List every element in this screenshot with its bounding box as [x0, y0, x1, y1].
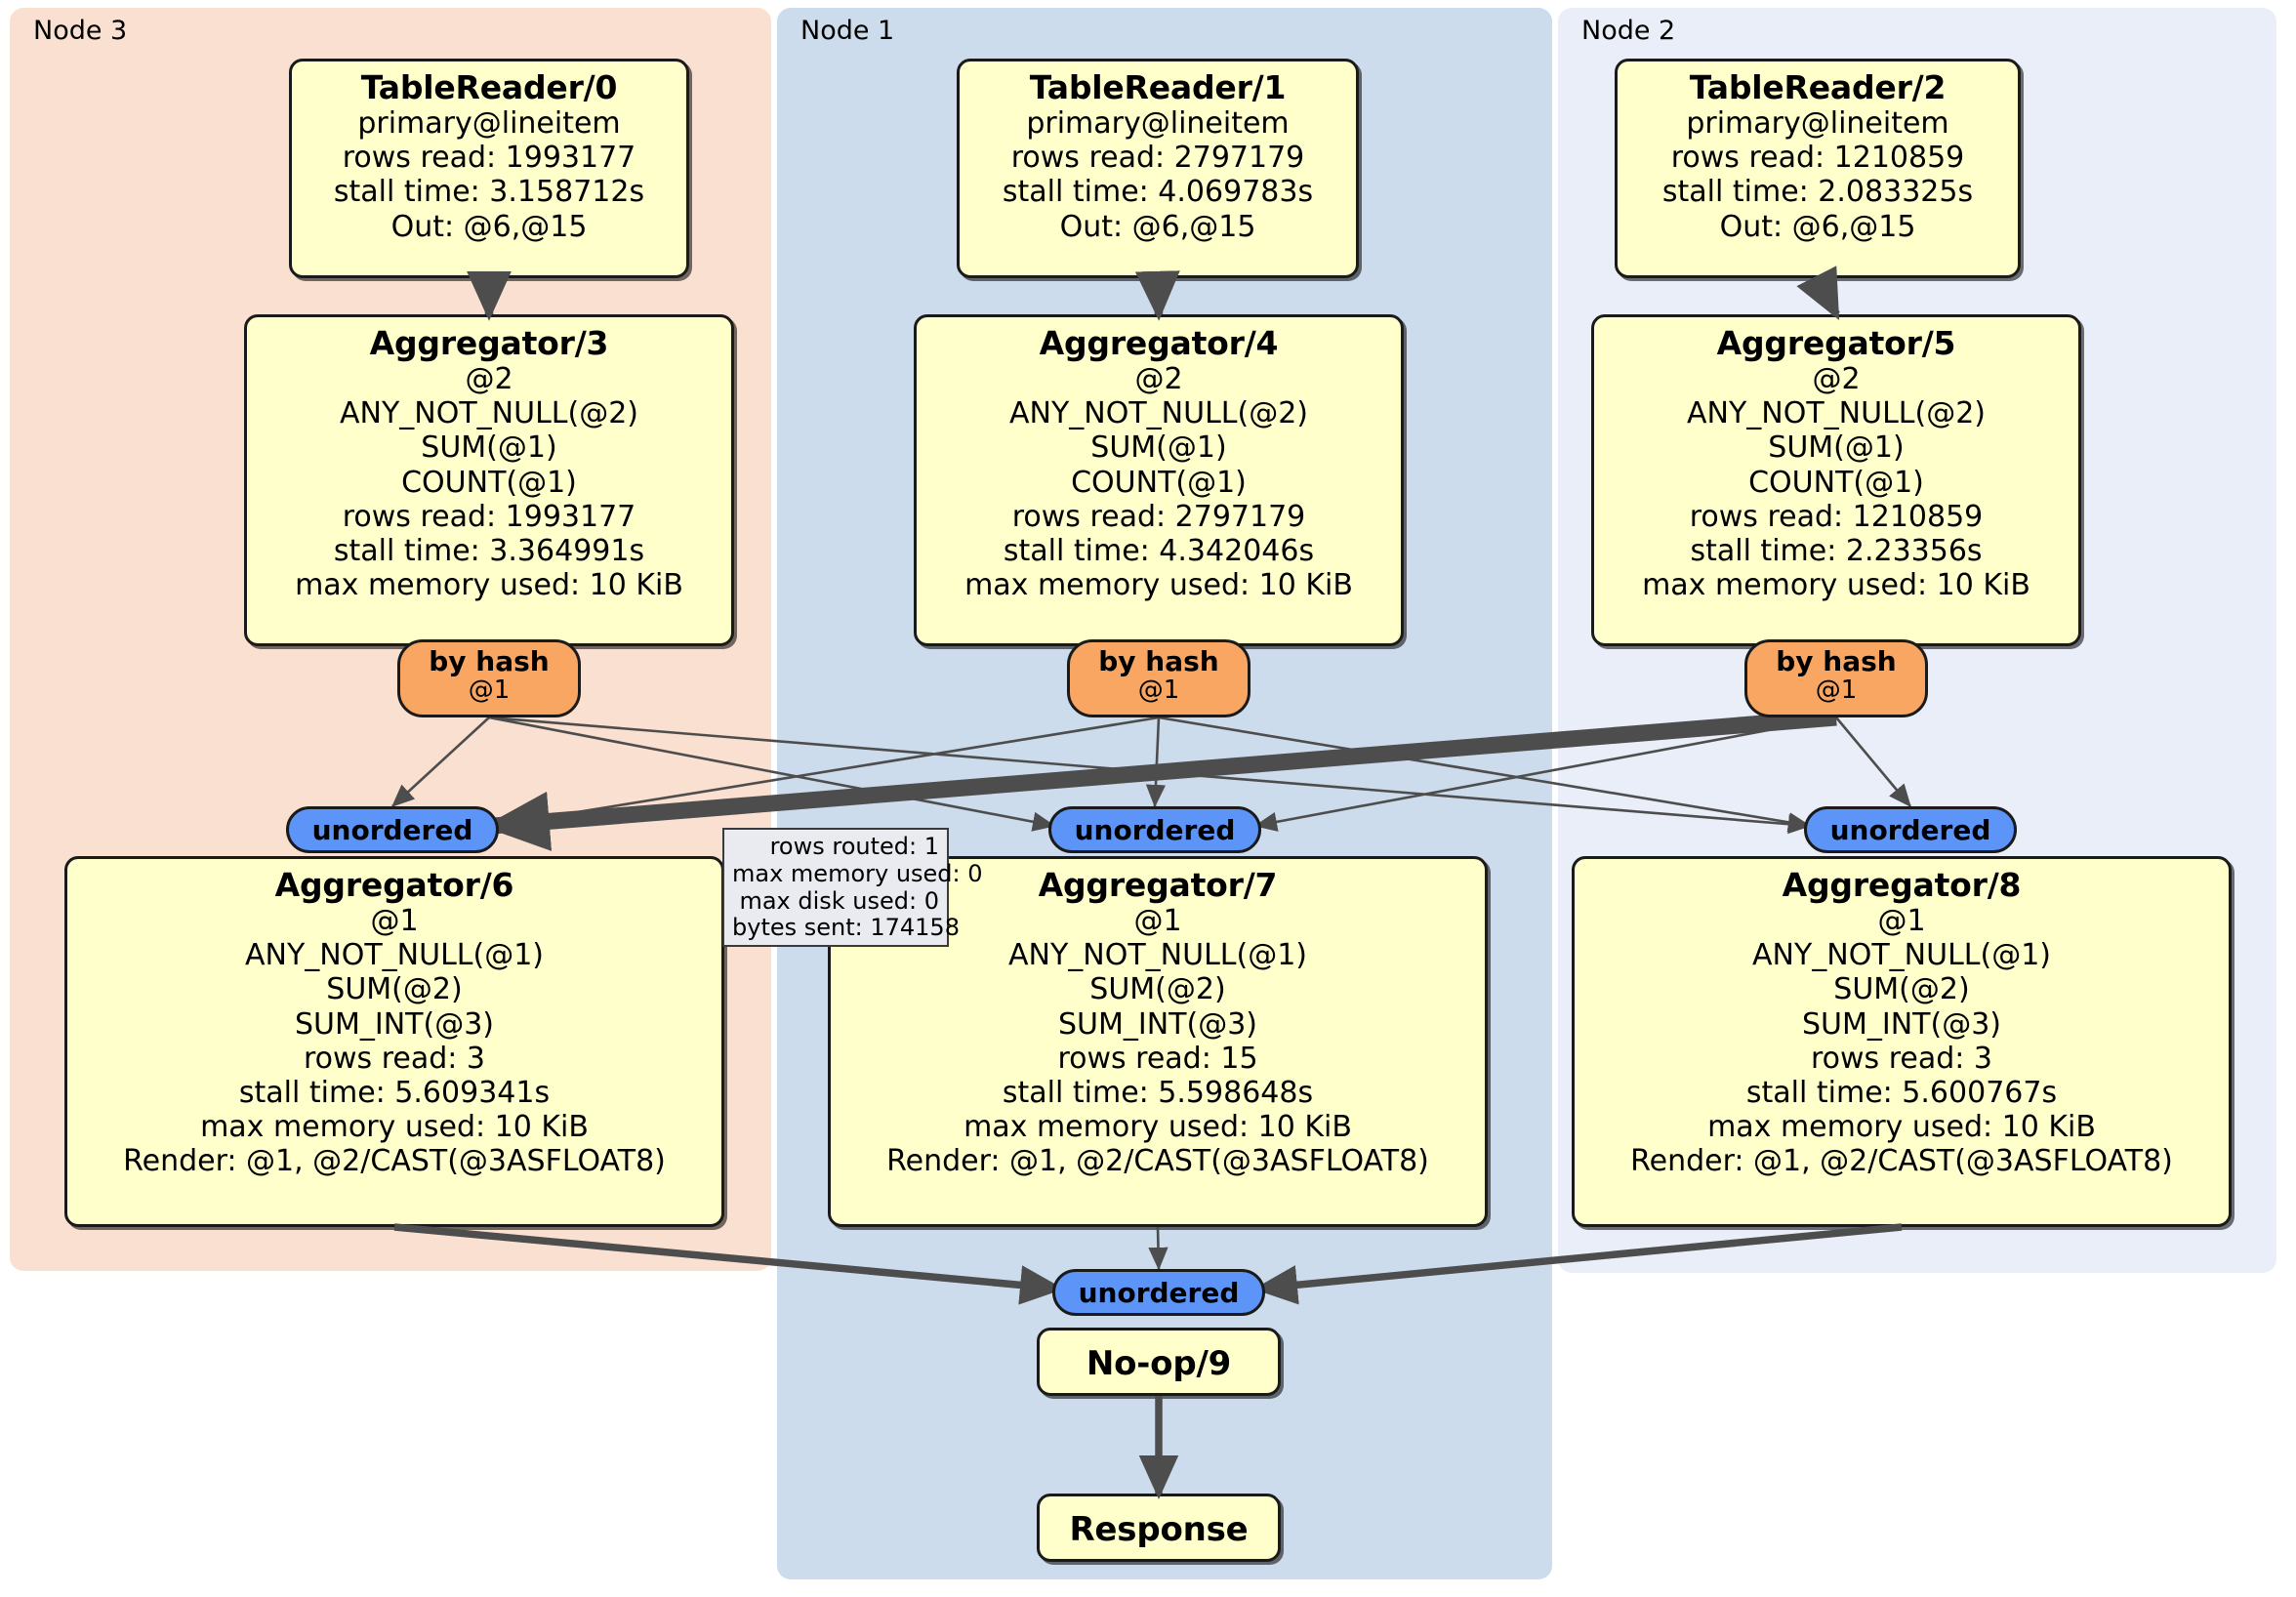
router-label: by hash — [429, 645, 550, 677]
processor-detail-line: @2 — [465, 362, 513, 397]
processor-title: Aggregator/3 — [369, 324, 609, 362]
router-column: @1 — [468, 676, 511, 706]
processor-detail-line: Out: @6,@15 — [1059, 209, 1256, 244]
processor-title: Aggregator/5 — [1716, 324, 1956, 362]
stream-stat-line: max memory used: 0 — [732, 859, 983, 887]
router-column: @1 — [1137, 676, 1180, 706]
processor-detail-line: SUM_INT(@3) — [1802, 1006, 2001, 1042]
processor-detail-line: ANY_NOT_NULL(@1) — [1752, 938, 2051, 973]
processor-detail-line: COUNT(@1) — [401, 465, 577, 500]
processor-detail-line: stall time: 4.069783s — [1002, 175, 1314, 210]
processor-detail-line: @1 — [370, 904, 419, 939]
processor-detail-line: ANY_NOT_NULL(@1) — [245, 938, 544, 973]
processor-detail-line: Render: @1, @2/CAST(@3ASFLOAT8) — [1630, 1143, 2173, 1178]
processor-detail-line: max memory used: 10 KiB — [1642, 567, 2030, 602]
processor-detail-line: SUM(@1) — [1768, 430, 1905, 466]
synchronizer-unordered-6[interactable]: unordered — [286, 806, 499, 853]
processor-detail-line: rows read: 1993177 — [342, 141, 636, 176]
processor-title: TableReader/2 — [1689, 68, 1947, 106]
router-by-hash-5[interactable]: by hash@1 — [1744, 639, 1928, 717]
synchronizer-unordered-8[interactable]: unordered — [1804, 806, 2017, 853]
cluster-node-1-label: Node 1 — [800, 16, 895, 46]
processor-no-op-9[interactable]: No-op/9 — [1037, 1328, 1281, 1396]
processor-detail-line: @1 — [1877, 904, 1926, 939]
processor-detail-line: max memory used: 10 KiB — [200, 1109, 589, 1144]
processor-detail-line: max memory used: 10 KiB — [295, 567, 683, 602]
processor-detail-line: @2 — [1812, 362, 1861, 397]
processor-detail-line: @1 — [1133, 904, 1182, 939]
processor-detail-line: stall time: 2.083325s — [1661, 175, 1974, 210]
processor-detail-line: max memory used: 10 KiB — [964, 1109, 1352, 1144]
processor-detail-line: rows read: 2797179 — [1011, 499, 1306, 534]
processor-detail-line: ANY_NOT_NULL(@1) — [1008, 938, 1307, 973]
processor-title: Aggregator/7 — [1038, 866, 1278, 904]
processor-detail-line: SUM(@1) — [1090, 430, 1227, 466]
processor-title: Aggregator/6 — [274, 866, 514, 904]
processor-detail-line: COUNT(@1) — [1071, 465, 1247, 500]
processor-detail-line: Render: @1, @2/CAST(@3ASFLOAT8) — [123, 1143, 666, 1178]
processor-detail-line: stall time: 5.600767s — [1745, 1075, 2058, 1110]
stream-stat-line: max disk used: 0 — [739, 886, 939, 915]
processor-detail-line: stall time: 4.342046s — [1003, 533, 1315, 568]
processor-detail-line: SUM(@2) — [1089, 972, 1226, 1007]
processor-detail-line: SUM_INT(@3) — [295, 1006, 494, 1042]
processor-detail-line: ANY_NOT_NULL(@2) — [1009, 396, 1308, 431]
processor-title: Response — [1069, 1510, 1249, 1550]
router-label: by hash — [1776, 645, 1897, 677]
processor-detail-line: SUM(@2) — [326, 972, 463, 1007]
processor-detail-line: primary@lineitem — [1026, 106, 1290, 142]
processor-detail-line: rows read: 1993177 — [342, 499, 636, 534]
processor-detail-line: rows read: 3 — [303, 1041, 486, 1076]
router-label: by hash — [1098, 645, 1219, 677]
processor-detail-line: rows read: 3 — [1810, 1041, 1993, 1076]
processor-detail-line: max memory used: 10 KiB — [1707, 1109, 2096, 1144]
processor-detail-line: stall time: 2.23356s — [1690, 533, 1983, 568]
processor-detail-line: Out: @6,@15 — [1719, 209, 1916, 244]
processor-title: TableReader/0 — [360, 68, 618, 106]
processor-title: TableReader/1 — [1029, 68, 1287, 106]
processor-detail-line: rows read: 2797179 — [1010, 141, 1305, 176]
processor-detail-line: stall time: 3.364991s — [333, 533, 645, 568]
processor-detail-line: ANY_NOT_NULL(@2) — [340, 396, 638, 431]
processor-response[interactable]: Response — [1037, 1494, 1281, 1562]
stream-stat-line: rows routed: 1 — [769, 833, 939, 860]
cluster-node-2-label: Node 2 — [1581, 16, 1676, 46]
processor-detail-line: max memory used: 10 KiB — [964, 567, 1353, 602]
processor-detail-line: SUM_INT(@3) — [1058, 1006, 1257, 1042]
router-column: @1 — [1815, 676, 1858, 706]
processor-detail-line: rows read: 1210859 — [1689, 499, 1984, 534]
stream-stat-line: bytes sent: 174158 — [732, 914, 960, 942]
processor-detail-line: rows read: 15 — [1057, 1041, 1258, 1076]
processor-detail-line: Render: @1, @2/CAST(@3ASFLOAT8) — [886, 1143, 1429, 1178]
synchronizer-unordered-9[interactable]: unordered — [1052, 1269, 1265, 1316]
processor-detail-line: @2 — [1134, 362, 1183, 397]
router-by-hash-4[interactable]: by hash@1 — [1067, 639, 1250, 717]
processor-detail-line: stall time: 5.598648s — [1002, 1075, 1314, 1110]
processor-detail-line: ANY_NOT_NULL(@2) — [1687, 396, 1986, 431]
processor-detail-line: SUM(@2) — [1833, 972, 1970, 1007]
processor-title: Aggregator/8 — [1782, 866, 2022, 904]
synchronizer-unordered-7[interactable]: unordered — [1048, 806, 1261, 853]
processor-detail-line: stall time: 5.609341s — [238, 1075, 551, 1110]
processor-detail-line: primary@lineitem — [1686, 106, 1949, 142]
processor-detail-line: COUNT(@1) — [1748, 465, 1924, 500]
processor-title: Aggregator/4 — [1039, 324, 1279, 362]
processor-detail-line: stall time: 3.158712s — [333, 175, 645, 210]
processor-title: No-op/9 — [1086, 1344, 1232, 1384]
cluster-node-3-label: Node 3 — [33, 16, 128, 46]
processor-detail-line: primary@lineitem — [357, 106, 621, 142]
processor-detail-line: SUM(@1) — [421, 430, 557, 466]
processor-detail-line: Out: @6,@15 — [390, 209, 588, 244]
processor-detail-line: rows read: 1210859 — [1670, 141, 1965, 176]
router-by-hash-3[interactable]: by hash@1 — [397, 639, 581, 717]
